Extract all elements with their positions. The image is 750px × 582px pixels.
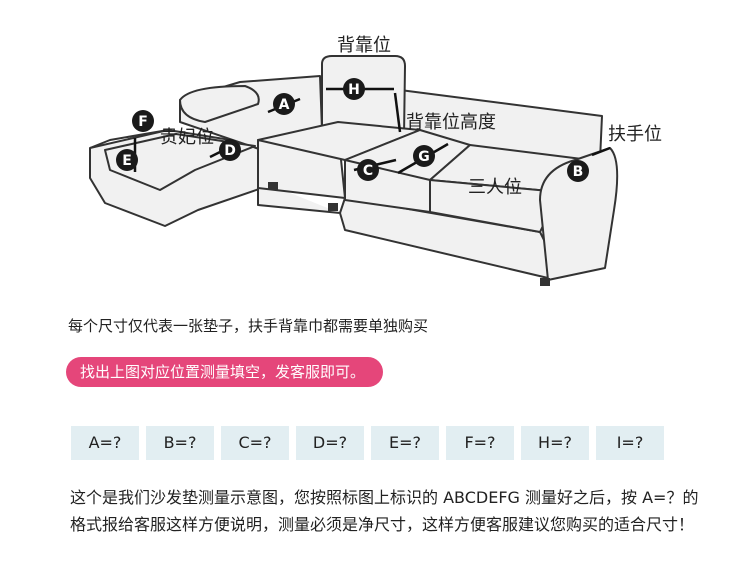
svg-text:G: G <box>418 149 430 165</box>
field-i[interactable]: I=? <box>596 426 664 460</box>
label-backrest: 背靠位 <box>337 35 391 56</box>
description-text: 这个是我们沙发垫测量示意图，您按照标图上标识的 ABCDEFG 测量好之后，按 … <box>70 488 699 534</box>
label-backrest-height: 背靠位高度 <box>406 112 496 133</box>
field-c[interactable]: C=? <box>221 426 289 460</box>
field-h[interactable]: H=? <box>521 426 589 460</box>
marker-d: D <box>219 139 241 161</box>
label-chaise: 贵妃位 <box>160 127 214 148</box>
svg-text:D: D <box>224 143 236 159</box>
label-armrest: 扶手位 <box>608 124 662 145</box>
marker-f: F <box>132 110 154 132</box>
marker-e: E <box>116 149 138 171</box>
measurement-fields: A=? B=? C=? D=? E=? F=? H=? I=? <box>71 426 664 460</box>
notice-text: 每个尺寸仅代表一张垫子，扶手背靠巾都需要单独购买 <box>68 317 429 335</box>
marker-g: G <box>413 145 435 167</box>
marker-a: A <box>273 93 295 115</box>
instruction-banner: 找出上图对应位置测量填空，发客服即可。 <box>66 357 384 387</box>
marker-h: H <box>343 78 365 100</box>
svg-text:C: C <box>363 163 373 179</box>
field-d[interactable]: D=? <box>296 426 364 460</box>
marker-b: B <box>567 160 589 182</box>
label-three-seat: 三人位 <box>468 177 522 198</box>
field-f[interactable]: F=? <box>446 426 514 460</box>
field-e[interactable]: E=? <box>371 426 439 460</box>
field-b[interactable]: B=? <box>146 426 214 460</box>
svg-text:B: B <box>573 164 584 180</box>
sofa-diagram: 背靠位 背靠位高度 扶手位 贵妃位 三人位 A B C D E F G H <box>89 35 662 286</box>
marker-c: C <box>357 159 379 181</box>
svg-text:F: F <box>138 114 148 130</box>
svg-text:A: A <box>279 97 290 113</box>
svg-text:E: E <box>122 153 132 169</box>
field-a[interactable]: A=? <box>71 426 139 460</box>
svg-text:H: H <box>348 82 360 98</box>
